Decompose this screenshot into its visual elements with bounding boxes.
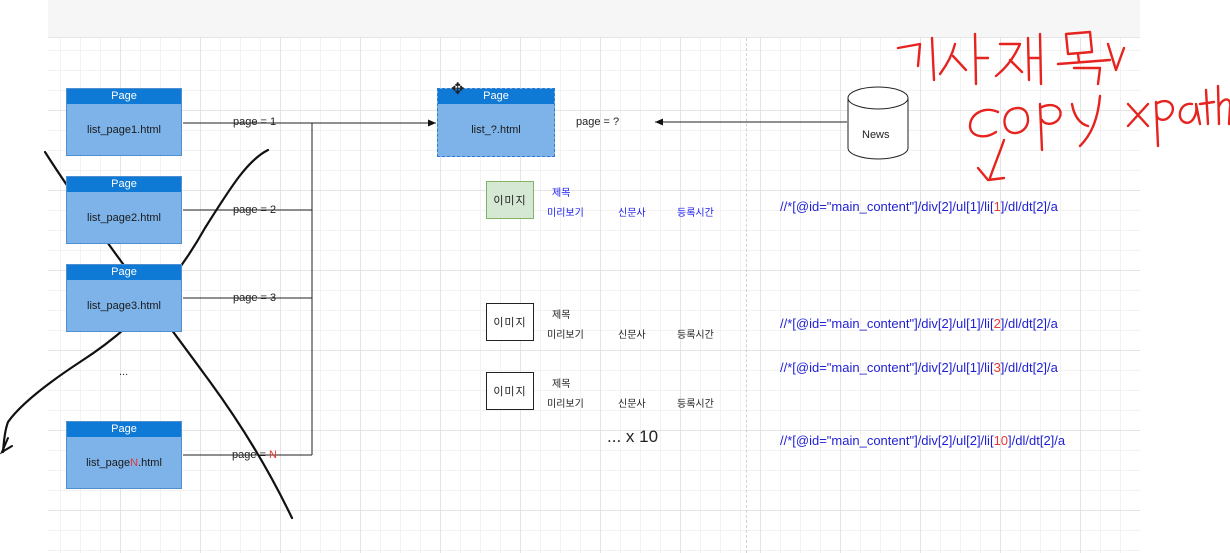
repeat-label: ... x 10	[607, 427, 659, 446]
xpath-post: ]/dl/dt[2]/a	[1000, 199, 1058, 214]
database-cylinder-icon[interactable]	[847, 86, 909, 160]
list-item-press: 신문사	[618, 208, 646, 219]
list-item-press: 신문사	[618, 399, 646, 410]
edge-label-pageN: page = N	[232, 449, 277, 461]
edge-label-var: N	[269, 449, 277, 461]
list-item-image[interactable]: 이미지	[486, 181, 534, 219]
xpath-text[interactable]: //*[@id="main_content"]/div[2]/ul[1]/li[…	[780, 360, 1058, 375]
list-item-image[interactable]: 이미지	[486, 303, 534, 341]
list-item-time: 등록시간	[677, 208, 714, 219]
xpath-index: 10	[993, 433, 1009, 448]
xpath-index: 2	[993, 316, 1001, 331]
xpath-post: ]/dl/dt[2]/a	[1000, 360, 1058, 375]
xpath-index: 3	[993, 360, 1001, 375]
edge-label-center: page = ?	[576, 116, 620, 128]
page-box-1[interactable]: Page list_page1.html	[66, 88, 182, 156]
xpath-pre: //*[@id="main_content"]/div[2]/ul[2]/li[	[780, 433, 994, 448]
edge-label-prefix: page =	[232, 449, 270, 461]
xpath-pre: //*[@id="main_content"]/div[2]/ul[1]/li[	[780, 199, 994, 214]
list-item-preview: 미리보기	[547, 330, 584, 341]
center-page-box[interactable]: Page list_?.html	[437, 88, 555, 157]
file-var: N	[130, 456, 139, 469]
file-suffix: .html	[138, 456, 162, 469]
handwritten-korean-title	[896, 30, 1126, 86]
list-item-title: 제목	[552, 310, 571, 321]
list-item-title: 제목	[552, 188, 571, 199]
xpath-text[interactable]: //*[@id="main_content"]/div[2]/ul[2]/li[…	[780, 433, 1065, 448]
page-box-header: Page	[67, 422, 181, 437]
move-cursor-icon: ✥	[451, 81, 465, 98]
file-prefix: list_page	[86, 456, 131, 469]
xpath-text[interactable]: //*[@id="main_content"]/div[2]/ul[1]/li[…	[780, 316, 1058, 331]
news-db-label: News	[862, 129, 890, 141]
page-box-header: Page	[67, 177, 181, 192]
page-box-file: list_?.html	[471, 123, 521, 136]
toolbar-strip	[48, 0, 1140, 38]
xpath-text[interactable]: //*[@id="main_content"]/div[2]/ul[1]/li[…	[780, 199, 1058, 214]
edge-label-page2: page = 2	[233, 204, 277, 216]
list-item-time: 등록시간	[677, 330, 714, 341]
page-break-line	[746, 38, 747, 553]
list-item-image[interactable]: 이미지	[486, 372, 534, 410]
left-ellipsis: ...	[119, 366, 129, 378]
list-item-preview: 미리보기	[547, 208, 584, 219]
page-box-header: Page	[67, 265, 181, 280]
edge-label-page3: page = 3	[233, 292, 277, 304]
handwritten-strike-stroke-2	[1, 148, 270, 454]
edge-label-page1: page = 1	[233, 116, 277, 128]
list-item-time: 등록시간	[677, 399, 714, 410]
page-box-file: list_page3.html	[87, 299, 161, 312]
page-box-file: list_page1.html	[87, 123, 161, 136]
handwritten-strike-hook	[0, 437, 13, 455]
list-item-press: 신문사	[618, 330, 646, 341]
xpath-pre: //*[@id="main_content"]/div[2]/ul[1]/li[	[780, 360, 994, 375]
grid-background	[48, 38, 1140, 553]
xpath-post: ]/dl/dt[2]/a	[1000, 316, 1058, 331]
xpath-pre: //*[@id="main_content"]/div[2]/ul[1]/li[	[780, 316, 994, 331]
list-item-title: 제목	[552, 379, 571, 390]
page-box-file: list_page2.html	[87, 211, 161, 224]
xpath-post: ]/dl/dt[2]/a	[1008, 433, 1066, 448]
page-box-header: Page	[438, 89, 554, 104]
page-box-3[interactable]: Page list_page3.html	[66, 264, 182, 332]
list-item-preview: 미리보기	[547, 399, 584, 410]
page-box-2[interactable]: Page list_page2.html	[66, 176, 182, 244]
xpath-index: 1	[993, 199, 1001, 214]
handwritten-copy-xpath	[968, 84, 1230, 182]
page-box-header: Page	[67, 89, 181, 104]
